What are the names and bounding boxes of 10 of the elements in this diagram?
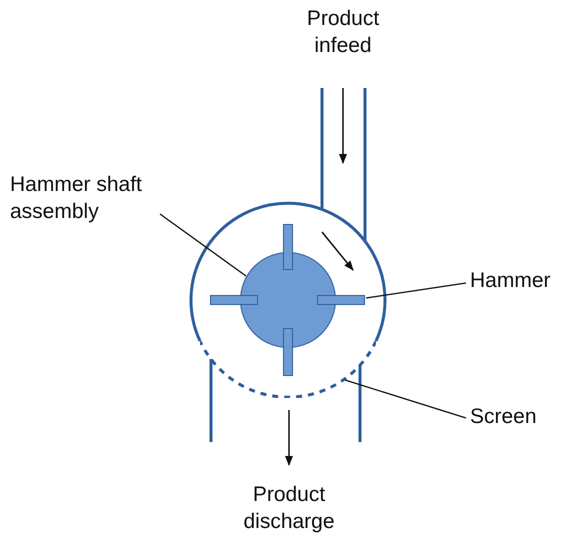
screen-arc (200, 341, 376, 398)
flow-label: Product infeed (306, 6, 380, 59)
part-label: Hammer (470, 267, 570, 294)
part-label: Hammer shaft assembly (10, 171, 210, 225)
leader-line (344, 379, 466, 419)
hammer-bar (317, 295, 365, 305)
flow-label: Product discharge (242, 482, 336, 535)
leader-line (160, 213, 246, 277)
part-label: Screen (470, 403, 570, 430)
leader-line (366, 282, 466, 299)
